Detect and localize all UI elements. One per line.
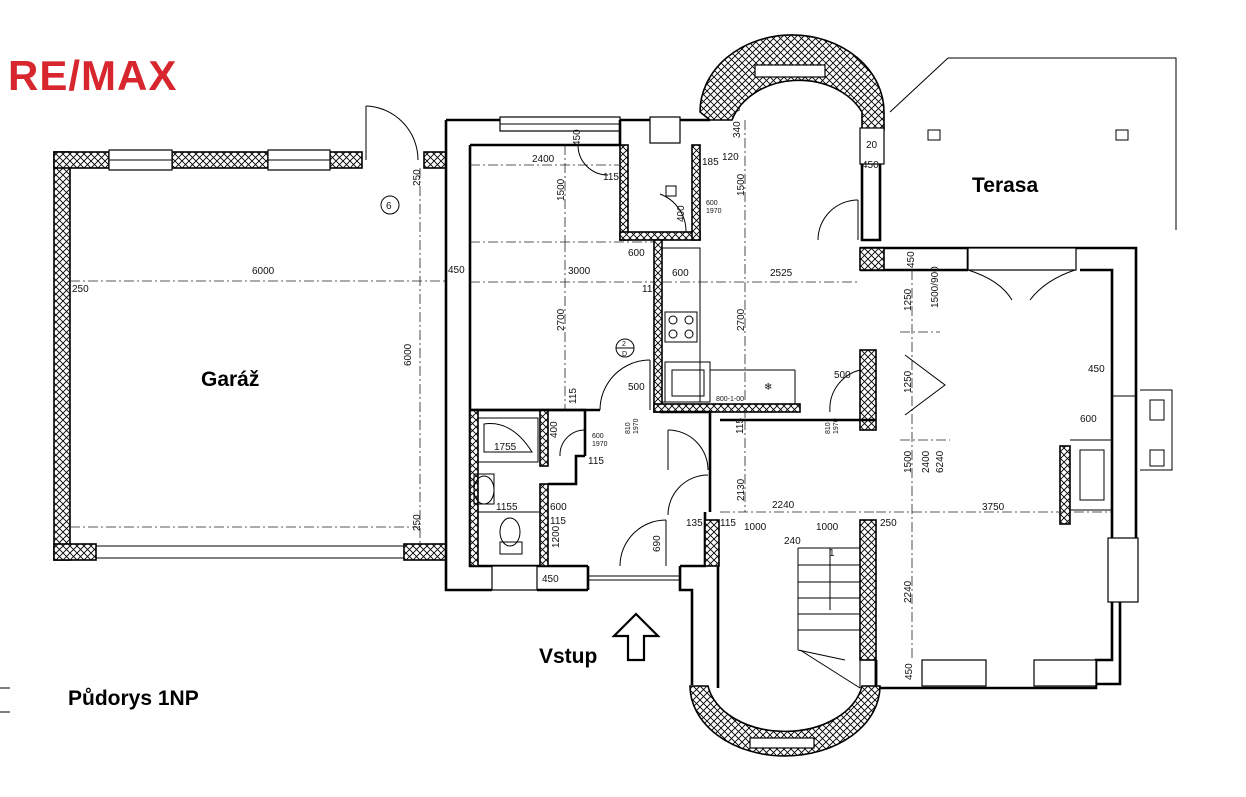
dim-living-1500-900: 1500/900: [930, 266, 941, 308]
room-d-label: D: [622, 351, 627, 358]
dim-wall-450-top: 450: [572, 129, 583, 146]
dim-hall-115: 115: [735, 418, 746, 434]
dim-door-810-b: 8101970: [825, 418, 840, 434]
dim-bath-115-b: 115: [550, 516, 566, 527]
dim-garage-width: 6000: [252, 266, 275, 277]
dim-wall-450-entry: 450: [542, 574, 559, 585]
dim-living-250: 250: [880, 518, 897, 529]
kitchen-walls: [653, 239, 801, 413]
hall-walls: [619, 410, 875, 567]
dim-bath-400: 400: [549, 421, 560, 438]
dim-garage-depth: 6000: [403, 343, 414, 366]
staircase: [797, 547, 861, 689]
dim-pantry-600: 600: [628, 248, 645, 259]
dim-wall-450-a: 450: [448, 265, 465, 276]
terrace-outline: [889, 57, 1177, 230]
pantry-walls: [618, 120, 701, 241]
dim-hall-1000-b: 1000: [816, 522, 839, 533]
dim-wall-450-bay: 450: [862, 160, 879, 171]
remax-logo: RE/MAX: [8, 52, 177, 99]
dim-bath-115-c: 115: [568, 388, 579, 404]
dim-door-500-b: 500: [834, 370, 851, 381]
dim-wall-450-living-top: 450: [906, 251, 917, 268]
dim-living-1500: 1500: [903, 450, 914, 473]
dim-hall-2240: 2240: [772, 500, 795, 511]
entrance-label: Vstup: [539, 645, 597, 668]
dim-garage-wall-bottom: 250: [412, 514, 423, 531]
dim-living-2400: 2400: [921, 450, 932, 473]
dim-bay-185: 185: [702, 157, 719, 168]
dim-pantry-115: 115: [603, 172, 619, 183]
dim-hall-1000-a: 1000: [744, 522, 767, 533]
top-bay-window: [699, 34, 885, 242]
dim-living-450-bottom: 450: [904, 663, 915, 680]
dim-bay-20: 20: [866, 140, 878, 151]
dim-pantry-400: 400: [676, 205, 687, 222]
freezer-icon: ❄: [764, 382, 772, 393]
dim-hall-240: 240: [784, 536, 801, 547]
dim-bath-1155: 1155: [496, 502, 518, 513]
dim-bath-600: 600: [550, 502, 567, 513]
bottom-bay-window: [689, 566, 881, 757]
dim-living-1250-a: 1250: [903, 288, 914, 311]
bathroom-walls: [469, 408, 587, 567]
dim-entry-115: 115: [720, 518, 736, 529]
dim-living-3750: 3750: [982, 502, 1005, 513]
dim-living-6240: 6240: [935, 450, 946, 473]
room-6-label: 6: [386, 201, 392, 212]
dim-bay-340: 340: [732, 121, 743, 138]
garage-room-label: Garáž: [201, 368, 259, 391]
dim-room2-height: 2700: [556, 308, 567, 331]
dim-stair-1500: 1500: [736, 173, 747, 196]
living-walls: [829, 246, 1173, 690]
dim-living-600: 600: [1080, 414, 1097, 425]
dim-door-810-a: 8101970: [625, 418, 640, 434]
dim-bath-115-a: 115: [588, 456, 604, 467]
dim-entry-690: 690: [652, 535, 663, 552]
garage-walls: [53, 105, 447, 561]
dim-living-450-right: 450: [1088, 364, 1105, 375]
room-2-label: 2: [622, 341, 626, 348]
dim-bay-120: 120: [722, 152, 739, 163]
dim-door-500-a: 500: [628, 382, 645, 393]
dim-kitchen-height: 2700: [736, 308, 747, 331]
dim-hall-2130: 2130: [736, 478, 747, 501]
dim-room2-115: 115: [642, 284, 658, 295]
counter-label: 800-1-00: [716, 396, 744, 403]
dim-bath-1755: 1755: [494, 442, 517, 453]
entrance-arrow-icon: [611, 612, 661, 662]
dim-room1-width: 2400: [532, 154, 555, 165]
dim-garage-wall-left: 250: [72, 284, 89, 295]
dim-kitchen-len: 2525: [770, 268, 793, 279]
dim-entry-135: 135: [686, 518, 703, 529]
terrace-room-label: Terasa: [972, 174, 1038, 197]
dim-living-2240: 2240: [903, 580, 914, 603]
dim-bath-1200: 1200: [551, 525, 562, 548]
dim-living-1250-b: 1250: [903, 370, 914, 393]
stair-number: 1: [829, 548, 835, 559]
dim-room2-width: 3000: [568, 266, 591, 277]
dim-garage-wall-top: 250: [412, 169, 423, 186]
room-6-marker: [380, 195, 400, 215]
dim-kitchen-width: 600: [672, 268, 689, 279]
dim-room1-height: 1500: [556, 178, 567, 201]
plan-title: Půdorys 1NP: [68, 687, 199, 710]
